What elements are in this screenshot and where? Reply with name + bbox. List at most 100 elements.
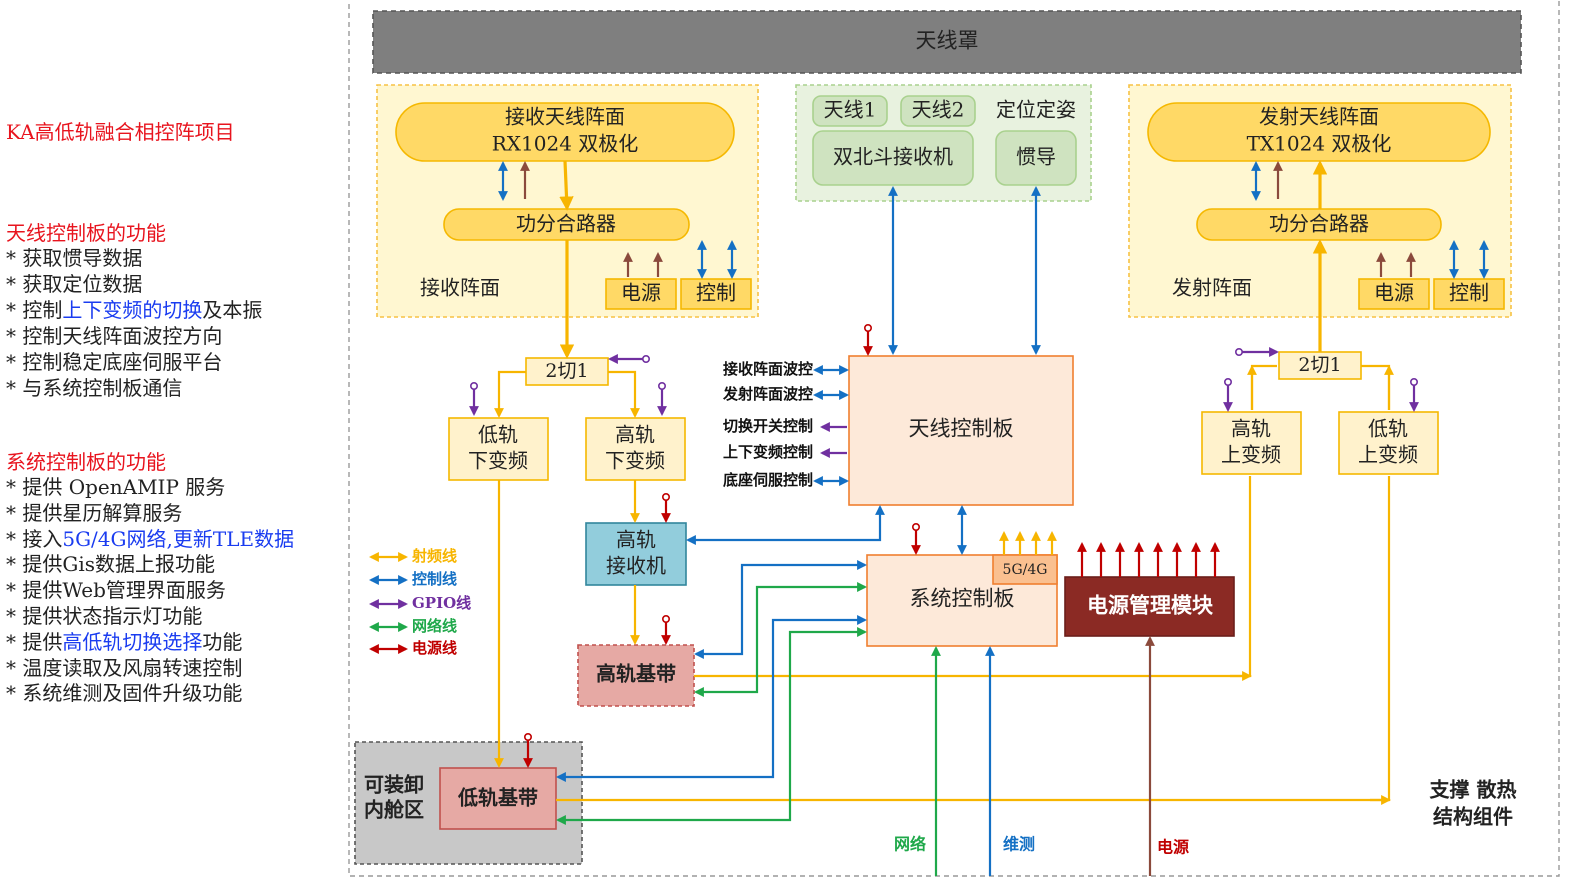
power-line-system-board-origin-dot bbox=[911, 522, 920, 531]
leo-downconverter-label-2: 下变频 bbox=[468, 449, 528, 473]
enclosure-frame bbox=[348, 0, 1560, 877]
geo-upconverter bbox=[1201, 411, 1302, 475]
legend-label-3: GPIO线 bbox=[412, 594, 471, 612]
rf-line-rx-array-to-combiner bbox=[559, 160, 574, 211]
rx-switch-label: 2切1 bbox=[545, 360, 588, 382]
geo-downconverter-label-1: 高轨 bbox=[615, 423, 655, 447]
gpio-line-leo-downconverter-origin-dot bbox=[469, 381, 478, 390]
geo-downconverter-label-2: 下变频 bbox=[605, 449, 665, 473]
power-line-antenna-board-origin-dot bbox=[863, 323, 872, 332]
tx-antenna-array-spec: TX1024 双极化 bbox=[1247, 132, 1392, 156]
rf-line-leo-up-to-tx-switch bbox=[1361, 364, 1391, 410]
antenna-board-function-item-2: * 获取定位数据 bbox=[6, 272, 143, 296]
gpio-line-leo-upconverter-origin-dot bbox=[1410, 377, 1419, 386]
gpio-line-tx-switch-origin-dot bbox=[1235, 347, 1244, 356]
beidou-receiver-label: 双北斗接收机 bbox=[833, 145, 953, 169]
tx-combiner-label: 功分合路器 bbox=[1269, 212, 1369, 236]
removable-bay-label-1: 可装卸 bbox=[364, 773, 424, 797]
rx-power-block bbox=[605, 278, 677, 310]
antenna-board-signal-label-4: 上下变频控制 bbox=[723, 443, 813, 461]
antenna-board-signal-label-5: 底座伺服控制 bbox=[723, 471, 813, 489]
antenna-board-function-item-3: * 控制上下变频的切换及本振 bbox=[6, 298, 263, 322]
rx-area-label: 接收阵面 bbox=[420, 276, 500, 300]
system-board-function-item-6: * 提供状态指示灯功能 bbox=[6, 604, 203, 628]
leo-baseband bbox=[439, 767, 557, 830]
legend-label-2: 控制线 bbox=[412, 570, 457, 588]
power-management-module-label: 电源管理模块 bbox=[1087, 593, 1214, 618]
system-board-function-item-1: * 提供 OpenAMIP 服务 bbox=[6, 475, 226, 499]
rx-antenna-array-title: 接收天线阵面 bbox=[505, 105, 625, 129]
antenna-board-function-item-6: * 与系统控制板通信 bbox=[6, 376, 183, 400]
power-line-leo-baseband-origin-dot bbox=[523, 732, 532, 741]
radome-bar bbox=[372, 10, 1522, 74]
project-title: KA高低轨融合相控阵项目 bbox=[6, 120, 235, 144]
geo-receiver-label-1: 高轨 bbox=[616, 528, 656, 552]
system-board-function-item-2: * 提供星历解算服务 bbox=[6, 500, 183, 525]
leo-downconverter-label-1: 低轨 bbox=[478, 423, 518, 447]
rx-control-label: 控制 bbox=[696, 281, 736, 305]
rx-power-label: 电源 bbox=[621, 281, 661, 305]
geo-upconverter-label-2: 上变频 bbox=[1221, 443, 1281, 467]
control-line-system-to-geo-baseband bbox=[694, 560, 867, 659]
geo-receiver-label-2: 接收机 bbox=[606, 554, 666, 578]
system-board-function-item-3: * 接入5G/4G网络,更新TLE数据 bbox=[6, 526, 295, 551]
tx-area-label: 发射阵面 bbox=[1172, 276, 1252, 300]
control-line-antenna-board-to-receiver bbox=[686, 505, 885, 545]
radome-label: 天线罩 bbox=[916, 29, 979, 53]
power-line-geo-baseband-origin-dot bbox=[661, 614, 670, 623]
tx-antenna-array-title: 发射天线阵面 bbox=[1259, 105, 1379, 129]
ins-unit bbox=[995, 130, 1077, 186]
removable-bay-label-2: 内舱区 bbox=[364, 798, 424, 822]
rx-switch bbox=[525, 357, 609, 386]
antenna-board-signal-label-3: 切换开关控制 bbox=[723, 417, 813, 435]
tx-power-block bbox=[1358, 278, 1430, 310]
leo-baseband-label: 低轨基带 bbox=[457, 786, 538, 810]
antenna1-label: 天线1 bbox=[824, 98, 877, 122]
maintenance-label: 维测 bbox=[1003, 835, 1035, 854]
geo-receiver bbox=[585, 522, 687, 586]
rf-line-rx-switch-to-leo-down bbox=[494, 370, 526, 418]
power-line-geo-receiver-origin-dot bbox=[661, 492, 670, 501]
leo-upconverter-label-2: 上变频 bbox=[1358, 443, 1418, 467]
rx-antenna-array-spec: RX1024 双极化 bbox=[492, 132, 639, 156]
geo-upconverter-label-1: 高轨 bbox=[1231, 417, 1271, 441]
system-board-function-item-5: * 提供Web管理界面服务 bbox=[6, 578, 226, 603]
power-input-label: 电源 bbox=[1157, 838, 1189, 857]
leo-upconverter bbox=[1338, 411, 1439, 475]
beidou-receiver bbox=[812, 130, 974, 186]
function-description-panel: KA高低轨融合相控阵项目 天线控制板的功能 * 获取惯导数据* 获取定位数据* … bbox=[0, 0, 340, 892]
legend-label-1: 射频线 bbox=[411, 547, 457, 565]
antenna-board-function-item-5: * 控制稳定底座伺服平台 bbox=[6, 350, 223, 374]
legend-label-4: 网络线 bbox=[412, 617, 457, 635]
rf-line-geo-up-to-tx-switch bbox=[1250, 364, 1277, 410]
network-line-system-to-leo-baseband bbox=[556, 627, 867, 825]
tx-control-block bbox=[1433, 278, 1505, 310]
modem-5g4g-label: 5G/4G bbox=[1003, 562, 1048, 578]
network-label: 网络 bbox=[894, 835, 926, 854]
system-board-function-item-9: * 系统维测及固件升级功能 bbox=[6, 681, 243, 706]
modem-5g4g bbox=[992, 554, 1058, 585]
antenna-board-signal-label-1: 接收阵面波控 bbox=[723, 360, 813, 378]
antenna2-block bbox=[900, 95, 976, 127]
gpio-line-rx-switch-origin-dot bbox=[641, 354, 650, 363]
gpio-line-geo-downconverter-origin-dot bbox=[657, 381, 666, 390]
power-management-module bbox=[1064, 576, 1235, 637]
structure-label-2: 结构组件 bbox=[1433, 805, 1513, 829]
system-board-functions-heading: 系统控制板的功能 bbox=[6, 450, 166, 474]
antenna-board-signal-label-2: 发射阵面波控 bbox=[722, 385, 813, 403]
tx-power-label: 电源 bbox=[1374, 281, 1414, 305]
rx-control-block bbox=[680, 278, 752, 310]
geo-baseband-label: 高轨基带 bbox=[596, 662, 676, 686]
antenna-control-board bbox=[848, 355, 1074, 506]
system-board-function-item-8: * 温度读取及风扇转速控制 bbox=[6, 655, 243, 680]
system-board-function-item-7: * 提供高低轨切换选择功能 bbox=[6, 629, 243, 654]
antenna-board-function-item-4: * 控制天线阵面波控方向 bbox=[6, 324, 223, 348]
antenna2-label: 天线2 bbox=[912, 98, 965, 122]
tx-control-label: 控制 bbox=[1449, 281, 1489, 305]
antenna-board-functions-heading: 天线控制板的功能 bbox=[6, 221, 166, 245]
system-board-function-item-4: * 提供Gis数据上报功能 bbox=[6, 552, 215, 577]
positioning-title: 定位定姿 bbox=[996, 98, 1076, 122]
structure-label-1: 支撑 散热 bbox=[1430, 778, 1517, 802]
rx-combiner-label: 功分合路器 bbox=[516, 212, 616, 236]
